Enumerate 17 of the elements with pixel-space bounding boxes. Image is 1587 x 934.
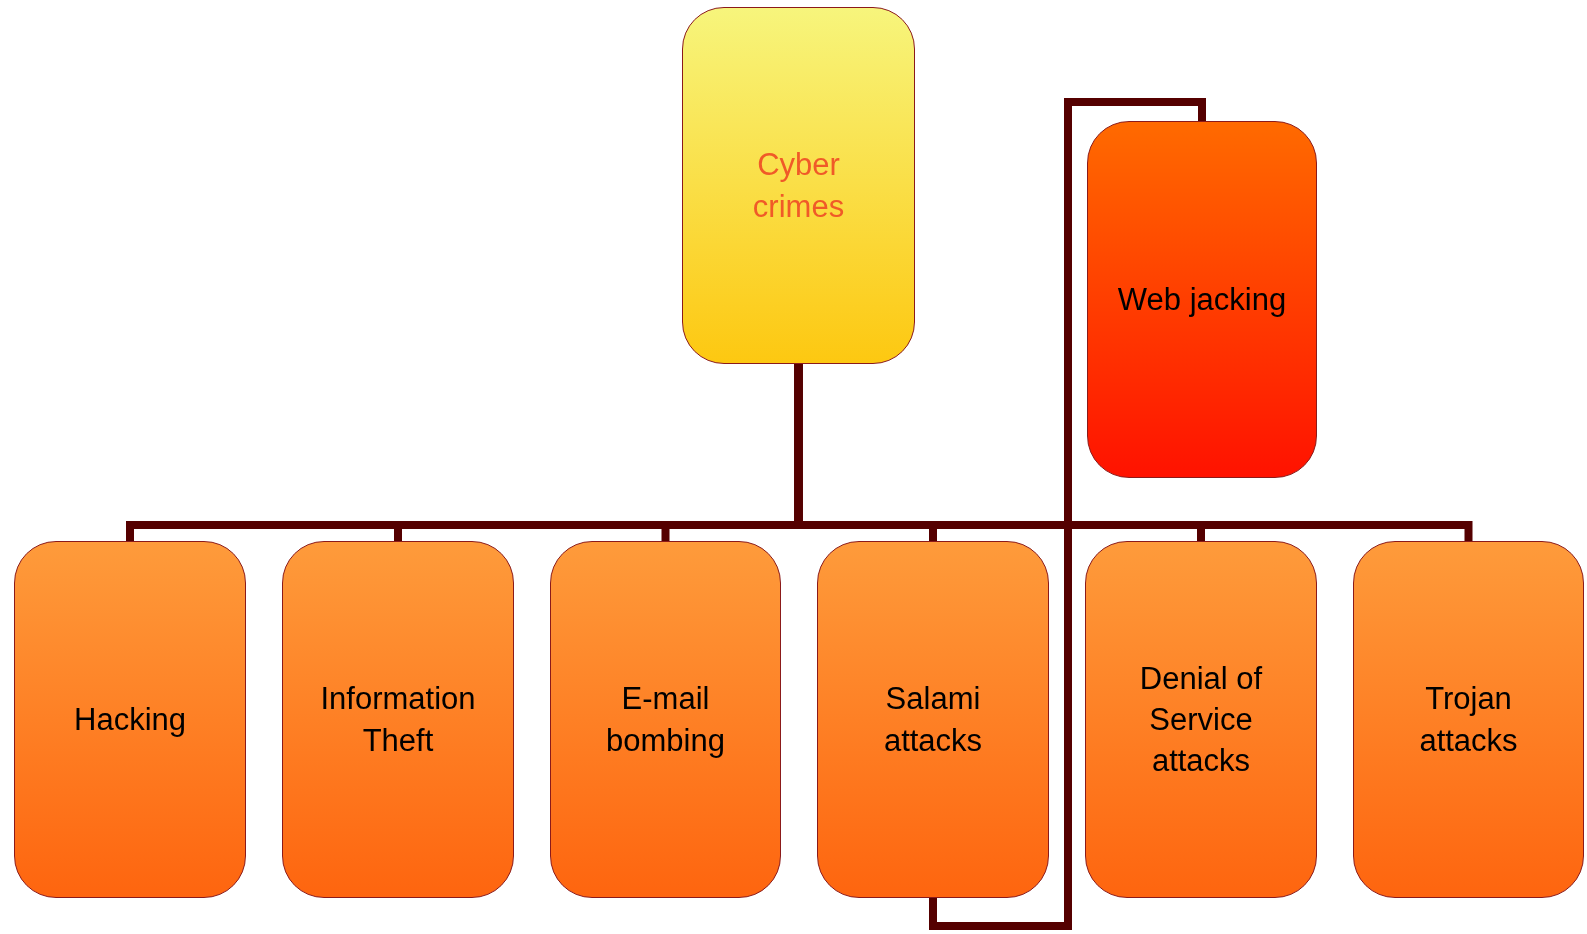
box-label: Trojan attacks [1418,680,1519,760]
rounded-box [1353,541,1584,898]
box-label: Hacking [74,700,186,739]
rounded-box [14,541,246,898]
box-label: Salami attacks [882,680,984,760]
rounded-box [1085,541,1317,898]
box-label: Information Theft [319,680,477,760]
rounded-box [550,541,781,898]
connector-line [929,98,1206,930]
box-label: Web jacking [1117,280,1287,319]
rounded-box [1087,121,1317,478]
rounded-box [817,541,1049,898]
box-label: E-mail bombing [605,680,726,760]
box-label: Cyber crimes [751,146,846,226]
rounded-box [282,541,514,898]
box-label: Denial of Service attacks [1138,659,1264,781]
rounded-box [682,7,915,364]
